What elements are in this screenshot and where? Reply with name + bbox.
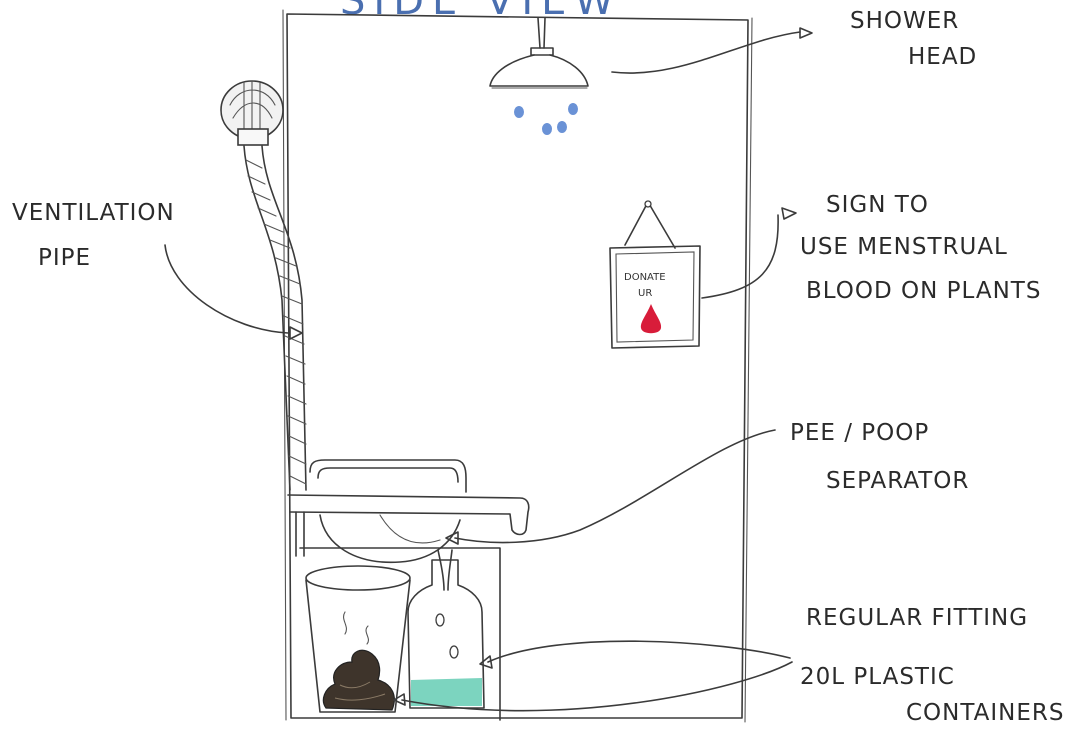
ventilation-pipe — [243, 145, 307, 491]
diagram-title: SIDE VIEW — [340, 0, 622, 24]
label-sign-line-3: BLOOD ON PLANTS — [806, 278, 1041, 304]
label-containers-line-1: 20L PLASTIC — [800, 664, 955, 690]
label-containers-line-2: CONTAINERS — [906, 700, 1064, 726]
sign-text-line-1: DONATE — [624, 272, 666, 283]
cabin-outline — [286, 13, 749, 719]
label-separator-line-2: SEPARATOR — [826, 468, 969, 494]
sign-board: DONATE UR — [609, 200, 701, 349]
label-separator-line-1: PEE / POOP — [790, 420, 929, 446]
label-shower-line-2: HEAD — [908, 44, 977, 70]
sign-text-line-2: UR — [638, 288, 652, 299]
label-sign-line-2: USE MENSTRUAL — [800, 234, 1008, 260]
pee-poop-separator — [287, 459, 530, 721]
pee-container — [407, 549, 485, 709]
blood-drop-icon — [640, 304, 662, 334]
shower-head-icon — [489, 17, 589, 89]
label-sign-line-1: SIGN TO — [826, 192, 929, 218]
leader-lines — [164, 27, 813, 712]
label-shower-line-1: SHOWER — [850, 8, 959, 34]
label-regular-fitting: REGULAR FITTING — [806, 605, 1028, 631]
label-vent-line-2: PIPE — [38, 245, 91, 271]
vent-cap-icon — [220, 80, 284, 146]
poop-container — [305, 565, 411, 713]
label-vent-line-1: VENTILATION — [12, 200, 175, 226]
water-drops — [514, 103, 578, 135]
poop-icon — [322, 649, 395, 711]
